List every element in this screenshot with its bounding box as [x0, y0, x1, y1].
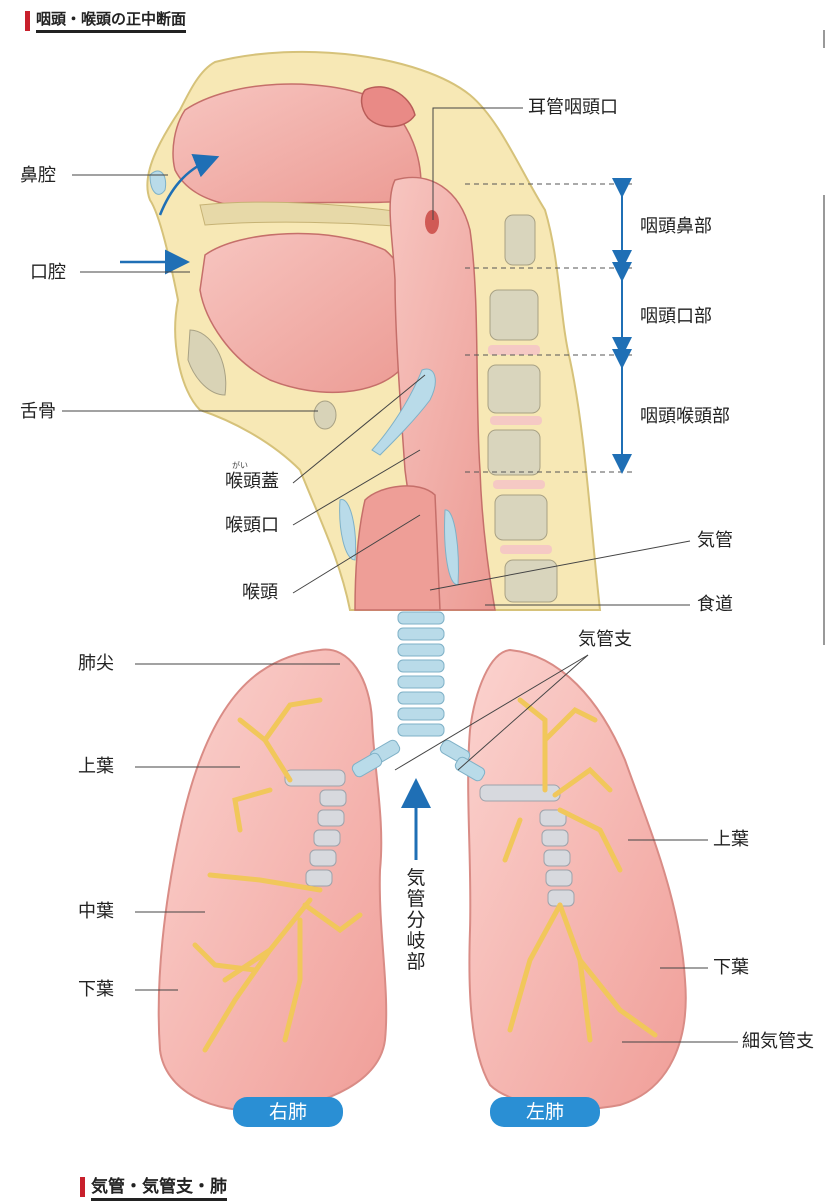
- label-tracheal-bifurcation: 気管分岐部: [405, 868, 427, 973]
- label-oral-cavity: 口腔: [30, 263, 66, 283]
- label-oropharynx: 咽頭口部: [640, 307, 712, 327]
- label-right-upper-lobe: 上葉: [78, 757, 114, 777]
- label-left-lower-lobe: 下葉: [713, 958, 749, 978]
- label-larynx: 喉頭: [242, 583, 278, 603]
- label-bronchiole: 細気管支: [742, 1032, 814, 1052]
- label-bronchi: 気管支: [578, 630, 632, 650]
- ruby-epiglottis: がい: [232, 460, 248, 471]
- label-right-middle-lobe: 中葉: [78, 902, 114, 922]
- label-lung-apex: 肺尖: [78, 654, 114, 674]
- title-text: 気管・気管支・肺: [91, 1172, 227, 1201]
- label-eustachian-opening: 耳管咽頭口: [528, 98, 618, 118]
- label-laryngeal-inlet: 喉頭口: [225, 516, 279, 536]
- badge-left-lung: 左肺: [490, 1097, 600, 1127]
- label-epiglottis: 喉頭蓋: [225, 472, 279, 492]
- label-hyoid: 舌骨: [20, 402, 56, 422]
- label-nasopharynx: 咽頭鼻部: [640, 217, 712, 237]
- title-accent-bar: [80, 1177, 85, 1197]
- label-left-upper-lobe: 上葉: [713, 830, 749, 850]
- section-title-lungs: 気管・気管支・肺: [80, 1172, 227, 1201]
- label-right-lower-lobe: 下葉: [78, 980, 114, 1000]
- lungs: [159, 612, 686, 1111]
- label-nasal-cavity: 鼻腔: [20, 166, 56, 186]
- label-laryngopharynx: 咽頭喉頭部: [640, 407, 730, 427]
- label-trachea: 気管: [697, 531, 733, 551]
- head-section: [120, 52, 600, 610]
- badge-right-lung: 右肺: [233, 1097, 343, 1127]
- label-esophagus: 食道: [697, 595, 733, 615]
